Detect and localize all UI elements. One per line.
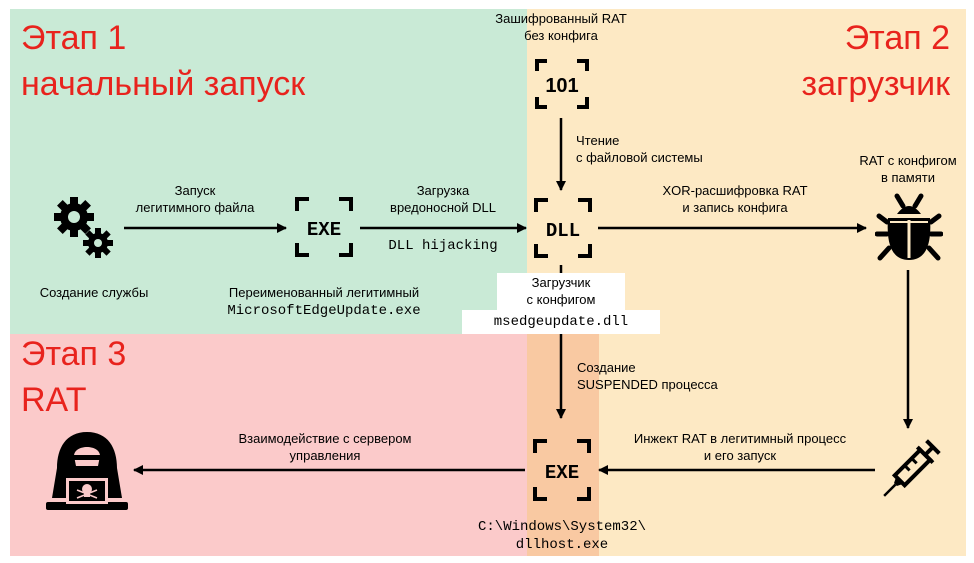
launch-label-2: легитимного файла bbox=[135, 200, 255, 215]
dll-filename-box bbox=[462, 310, 660, 334]
c2-label-2: управления bbox=[289, 448, 361, 463]
binary-101-icon: 101 bbox=[533, 57, 591, 111]
dll-filename: msedgeupdate.dll bbox=[493, 314, 629, 330]
stage3-subtitle: RAT bbox=[21, 381, 87, 419]
dll-file-icon: DLL bbox=[532, 196, 594, 260]
xor-label-2: и запись конфига bbox=[682, 200, 788, 215]
exe-host-path-2: dllhost.exe bbox=[515, 537, 609, 553]
encrypted-rat-caption-1: Зашифрованный RAT bbox=[495, 11, 627, 26]
read-fs-label-2: с файловой системы bbox=[576, 150, 703, 165]
stage2-title: Этап 2 bbox=[844, 19, 950, 57]
load-dll-label-2: вредоносной DLL bbox=[390, 200, 496, 215]
create-proc-label-1: Создание bbox=[577, 360, 636, 375]
stage1-zone bbox=[10, 9, 527, 334]
launch-label-1: Запуск bbox=[174, 183, 216, 198]
svg-text:101: 101 bbox=[545, 75, 578, 97]
bug-icon bbox=[874, 192, 944, 264]
stage2-subtitle: загрузчик bbox=[801, 65, 950, 103]
load-dll-label-1: Загрузка bbox=[416, 183, 470, 198]
c2-label-1: Взаимодействие с сервером bbox=[238, 431, 412, 446]
xor-label-1: XOR-расшифровка RAT bbox=[662, 183, 808, 198]
inject-label-1: Инжект RAT в легитимный процесс bbox=[633, 431, 847, 446]
svg-text:EXE: EXE bbox=[545, 462, 579, 484]
dll-caption-box bbox=[497, 273, 625, 310]
gears-icon bbox=[52, 195, 120, 263]
exe-file-icon: EXE bbox=[531, 437, 593, 503]
rat-memory-caption-2: в памяти bbox=[881, 170, 935, 185]
dll-caption-1: Загрузчик bbox=[531, 275, 591, 290]
service-caption: Создание службы bbox=[39, 285, 149, 300]
read-fs-label-1: Чтение bbox=[576, 133, 620, 148]
encrypted-rat-caption-2: без конфига bbox=[524, 28, 598, 43]
exe-file-icon: EXE bbox=[293, 195, 355, 259]
stage1-subtitle: начальный запуск bbox=[21, 65, 306, 103]
exe-legit-filename: MicrosoftEdgeUpdate.exe bbox=[227, 303, 421, 319]
rat-memory-caption-1: RAT с конфигом bbox=[859, 153, 957, 168]
syringe-icon bbox=[876, 434, 946, 504]
stage1-title: Этап 1 bbox=[21, 19, 127, 57]
inject-label-2: и его запуск bbox=[703, 448, 777, 463]
dll-caption-2: с конфигом bbox=[526, 292, 596, 307]
exe-host-path-1: C:\Windows\System32\ bbox=[477, 519, 647, 535]
svg-text:EXE: EXE bbox=[307, 219, 341, 241]
exe-legit-caption: Переименованный легитимный bbox=[228, 285, 420, 300]
stage3-title: Этап 3 bbox=[21, 335, 127, 373]
hacker-laptop-icon bbox=[44, 430, 130, 512]
svg-text:DLL: DLL bbox=[546, 220, 580, 242]
create-proc-label-2: SUSPENDED процесса bbox=[577, 377, 718, 392]
dll-hijacking-label: DLL hijacking bbox=[388, 238, 498, 254]
